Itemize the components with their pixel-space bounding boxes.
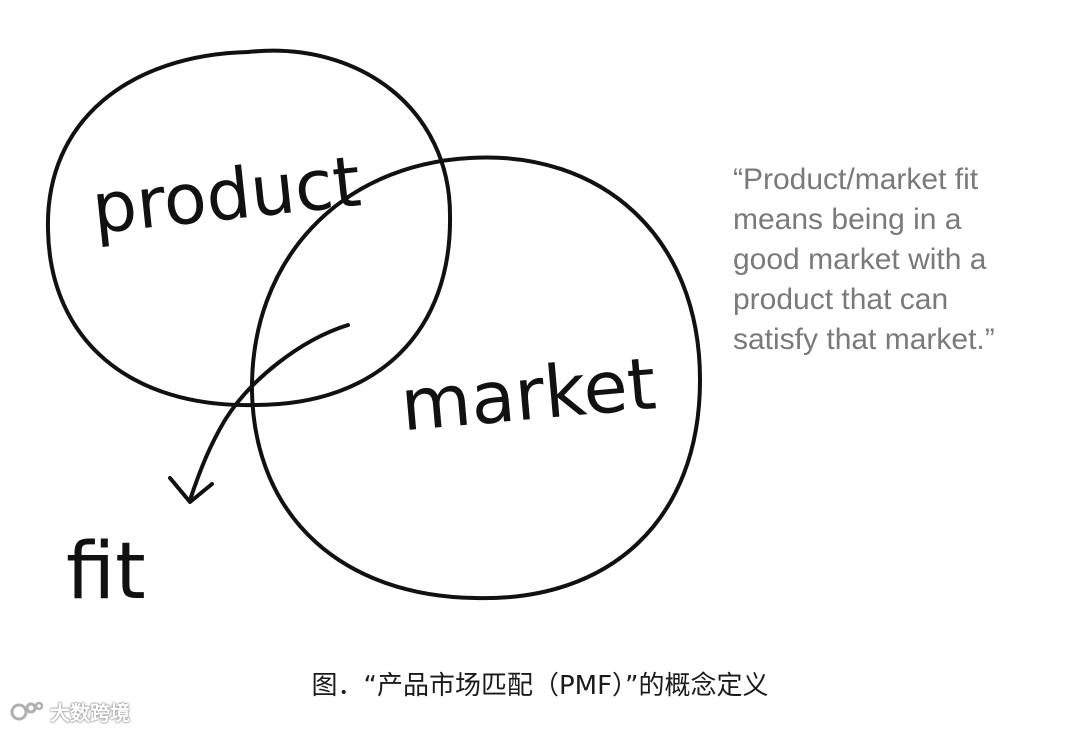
pmf-quote: “Product/market fit means being in a goo…	[733, 160, 1053, 360]
product-label: product	[88, 140, 364, 250]
market-label: market	[397, 341, 659, 447]
fit-arrow-line	[188, 323, 350, 502]
quote-line: product that can	[733, 283, 949, 316]
quote-line: satisfy that market.”	[733, 323, 995, 356]
watermark-text: 大数跨境	[50, 700, 130, 725]
watermark: 大数跨境	[10, 694, 130, 728]
watermark-logo-icon	[10, 701, 44, 721]
market-circle	[249, 155, 703, 601]
product-circle	[45, 48, 453, 408]
fit-label: fit	[66, 527, 146, 617]
figure-caption: 图．“产品市场匹配（PMF）”的概念定义	[311, 671, 769, 701]
quote-line: good market with a	[733, 243, 987, 276]
quote-line: means being in a	[733, 203, 962, 236]
quote-line: “Product/market fit	[733, 163, 979, 196]
fit-arrow-head	[168, 476, 214, 504]
